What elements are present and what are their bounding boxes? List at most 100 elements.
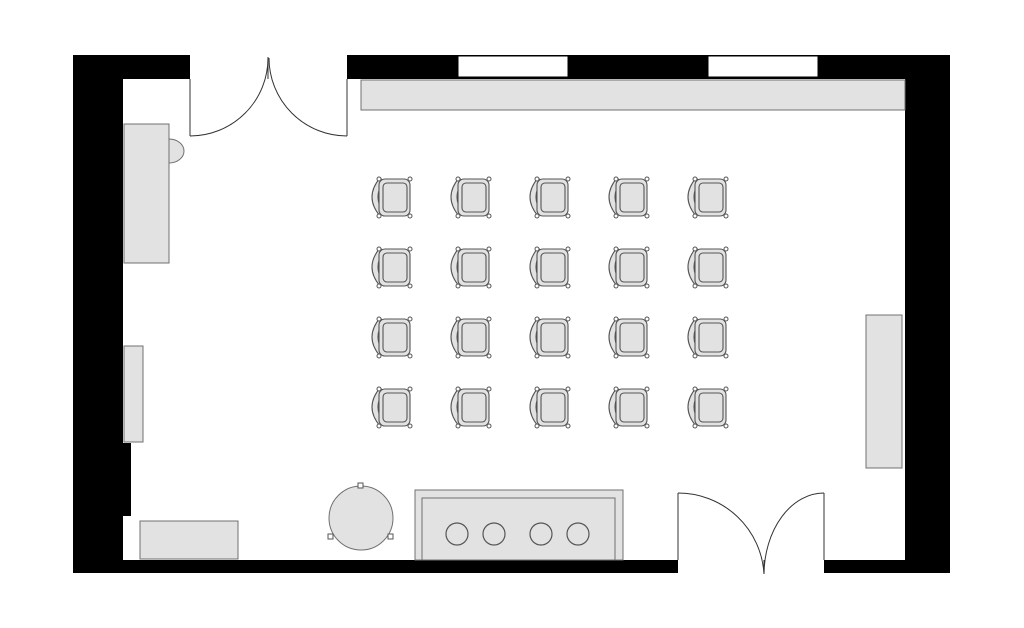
top-counter bbox=[360, 79, 906, 111]
chair-leg bbox=[534, 246, 540, 252]
chair-leg bbox=[565, 353, 571, 359]
chair-leg bbox=[723, 353, 729, 359]
chair-seat-cushion bbox=[382, 182, 408, 213]
chair-leg bbox=[565, 213, 571, 219]
chair-leg bbox=[613, 283, 619, 289]
desk bbox=[123, 123, 170, 264]
chair bbox=[371, 316, 413, 359]
chair-leg bbox=[692, 213, 698, 219]
desk-chair bbox=[168, 138, 185, 164]
bottom-left-cabinet bbox=[139, 520, 239, 560]
chair-leg bbox=[407, 316, 413, 322]
chair bbox=[371, 246, 413, 289]
chair-seat-cushion bbox=[698, 252, 724, 283]
chair-leg bbox=[644, 316, 650, 322]
round-table-leg bbox=[357, 482, 364, 489]
door-swing-left bbox=[189, 57, 269, 137]
walls bbox=[73, 55, 950, 573]
wall-left-pillar bbox=[73, 443, 131, 516]
chair-leg bbox=[455, 386, 461, 392]
chair-leg bbox=[534, 386, 540, 392]
burner bbox=[482, 522, 506, 546]
right-wall-cabinet bbox=[865, 314, 903, 469]
chair-leg bbox=[692, 386, 698, 392]
chair-seat-cushion bbox=[382, 252, 408, 283]
chair-leg bbox=[376, 386, 382, 392]
chair bbox=[371, 176, 413, 219]
chair-leg bbox=[486, 353, 492, 359]
chair-seat-cushion bbox=[698, 392, 724, 423]
chair bbox=[608, 246, 650, 289]
chair-leg bbox=[723, 386, 729, 392]
chair-leg bbox=[644, 386, 650, 392]
chair-leg bbox=[455, 213, 461, 219]
chair-leg bbox=[376, 423, 382, 429]
chair-leg bbox=[376, 316, 382, 322]
wall-top-left-segment bbox=[73, 55, 190, 79]
chair-seat-cushion bbox=[461, 182, 487, 213]
chair-leg bbox=[644, 176, 650, 182]
chair-leg bbox=[565, 283, 571, 289]
chair-seat-cushion bbox=[619, 322, 645, 353]
chair-leg bbox=[613, 213, 619, 219]
door-top-left bbox=[189, 57, 348, 137]
chair bbox=[371, 386, 413, 429]
chair bbox=[529, 246, 571, 289]
chair-leg bbox=[534, 176, 540, 182]
chair-leg bbox=[534, 353, 540, 359]
chair-leg bbox=[723, 176, 729, 182]
chair-leg bbox=[534, 423, 540, 429]
chair-seat-cushion bbox=[619, 392, 645, 423]
chair bbox=[529, 386, 571, 429]
chair bbox=[450, 176, 492, 219]
chair-leg bbox=[565, 386, 571, 392]
chair-leg bbox=[455, 423, 461, 429]
chair-leg bbox=[723, 316, 729, 322]
chair bbox=[529, 176, 571, 219]
chair-leg bbox=[613, 386, 619, 392]
chair-seat-cushion bbox=[540, 182, 566, 213]
chair-leg bbox=[486, 176, 492, 182]
door-bottom-right bbox=[677, 492, 825, 575]
chair-leg bbox=[407, 353, 413, 359]
burner bbox=[445, 522, 469, 546]
chair-seat-cushion bbox=[698, 322, 724, 353]
door-swing-left bbox=[677, 492, 765, 575]
chair-leg bbox=[486, 283, 492, 289]
chair-leg bbox=[407, 176, 413, 182]
chair-leg bbox=[723, 213, 729, 219]
chair-leg bbox=[407, 386, 413, 392]
chair-leg bbox=[644, 213, 650, 219]
chair-seat-cushion bbox=[619, 182, 645, 213]
left-wall-shelf bbox=[123, 345, 144, 443]
round-table-top bbox=[328, 485, 394, 551]
chair-leg bbox=[407, 246, 413, 252]
chair-leg bbox=[613, 316, 619, 322]
chair-leg bbox=[692, 353, 698, 359]
chair-leg bbox=[486, 213, 492, 219]
chair bbox=[450, 316, 492, 359]
chair-leg bbox=[613, 353, 619, 359]
wall-right bbox=[905, 55, 950, 573]
chair-leg bbox=[407, 423, 413, 429]
chair-leg bbox=[692, 316, 698, 322]
chair-seat-cushion bbox=[698, 182, 724, 213]
chair-leg bbox=[455, 316, 461, 322]
chair-leg bbox=[565, 423, 571, 429]
chair-leg bbox=[376, 176, 382, 182]
chair bbox=[608, 316, 650, 359]
burner bbox=[529, 522, 553, 546]
chair-leg bbox=[723, 246, 729, 252]
chair-seat-cushion bbox=[619, 252, 645, 283]
cooking-counter bbox=[414, 489, 624, 561]
chair-leg bbox=[376, 283, 382, 289]
chair-leg bbox=[376, 353, 382, 359]
chair-leg bbox=[376, 246, 382, 252]
chair-leg bbox=[644, 283, 650, 289]
chair-leg bbox=[486, 423, 492, 429]
chair bbox=[687, 176, 729, 219]
chair-leg bbox=[613, 246, 619, 252]
chair-leg bbox=[565, 316, 571, 322]
chair-leg bbox=[613, 423, 619, 429]
